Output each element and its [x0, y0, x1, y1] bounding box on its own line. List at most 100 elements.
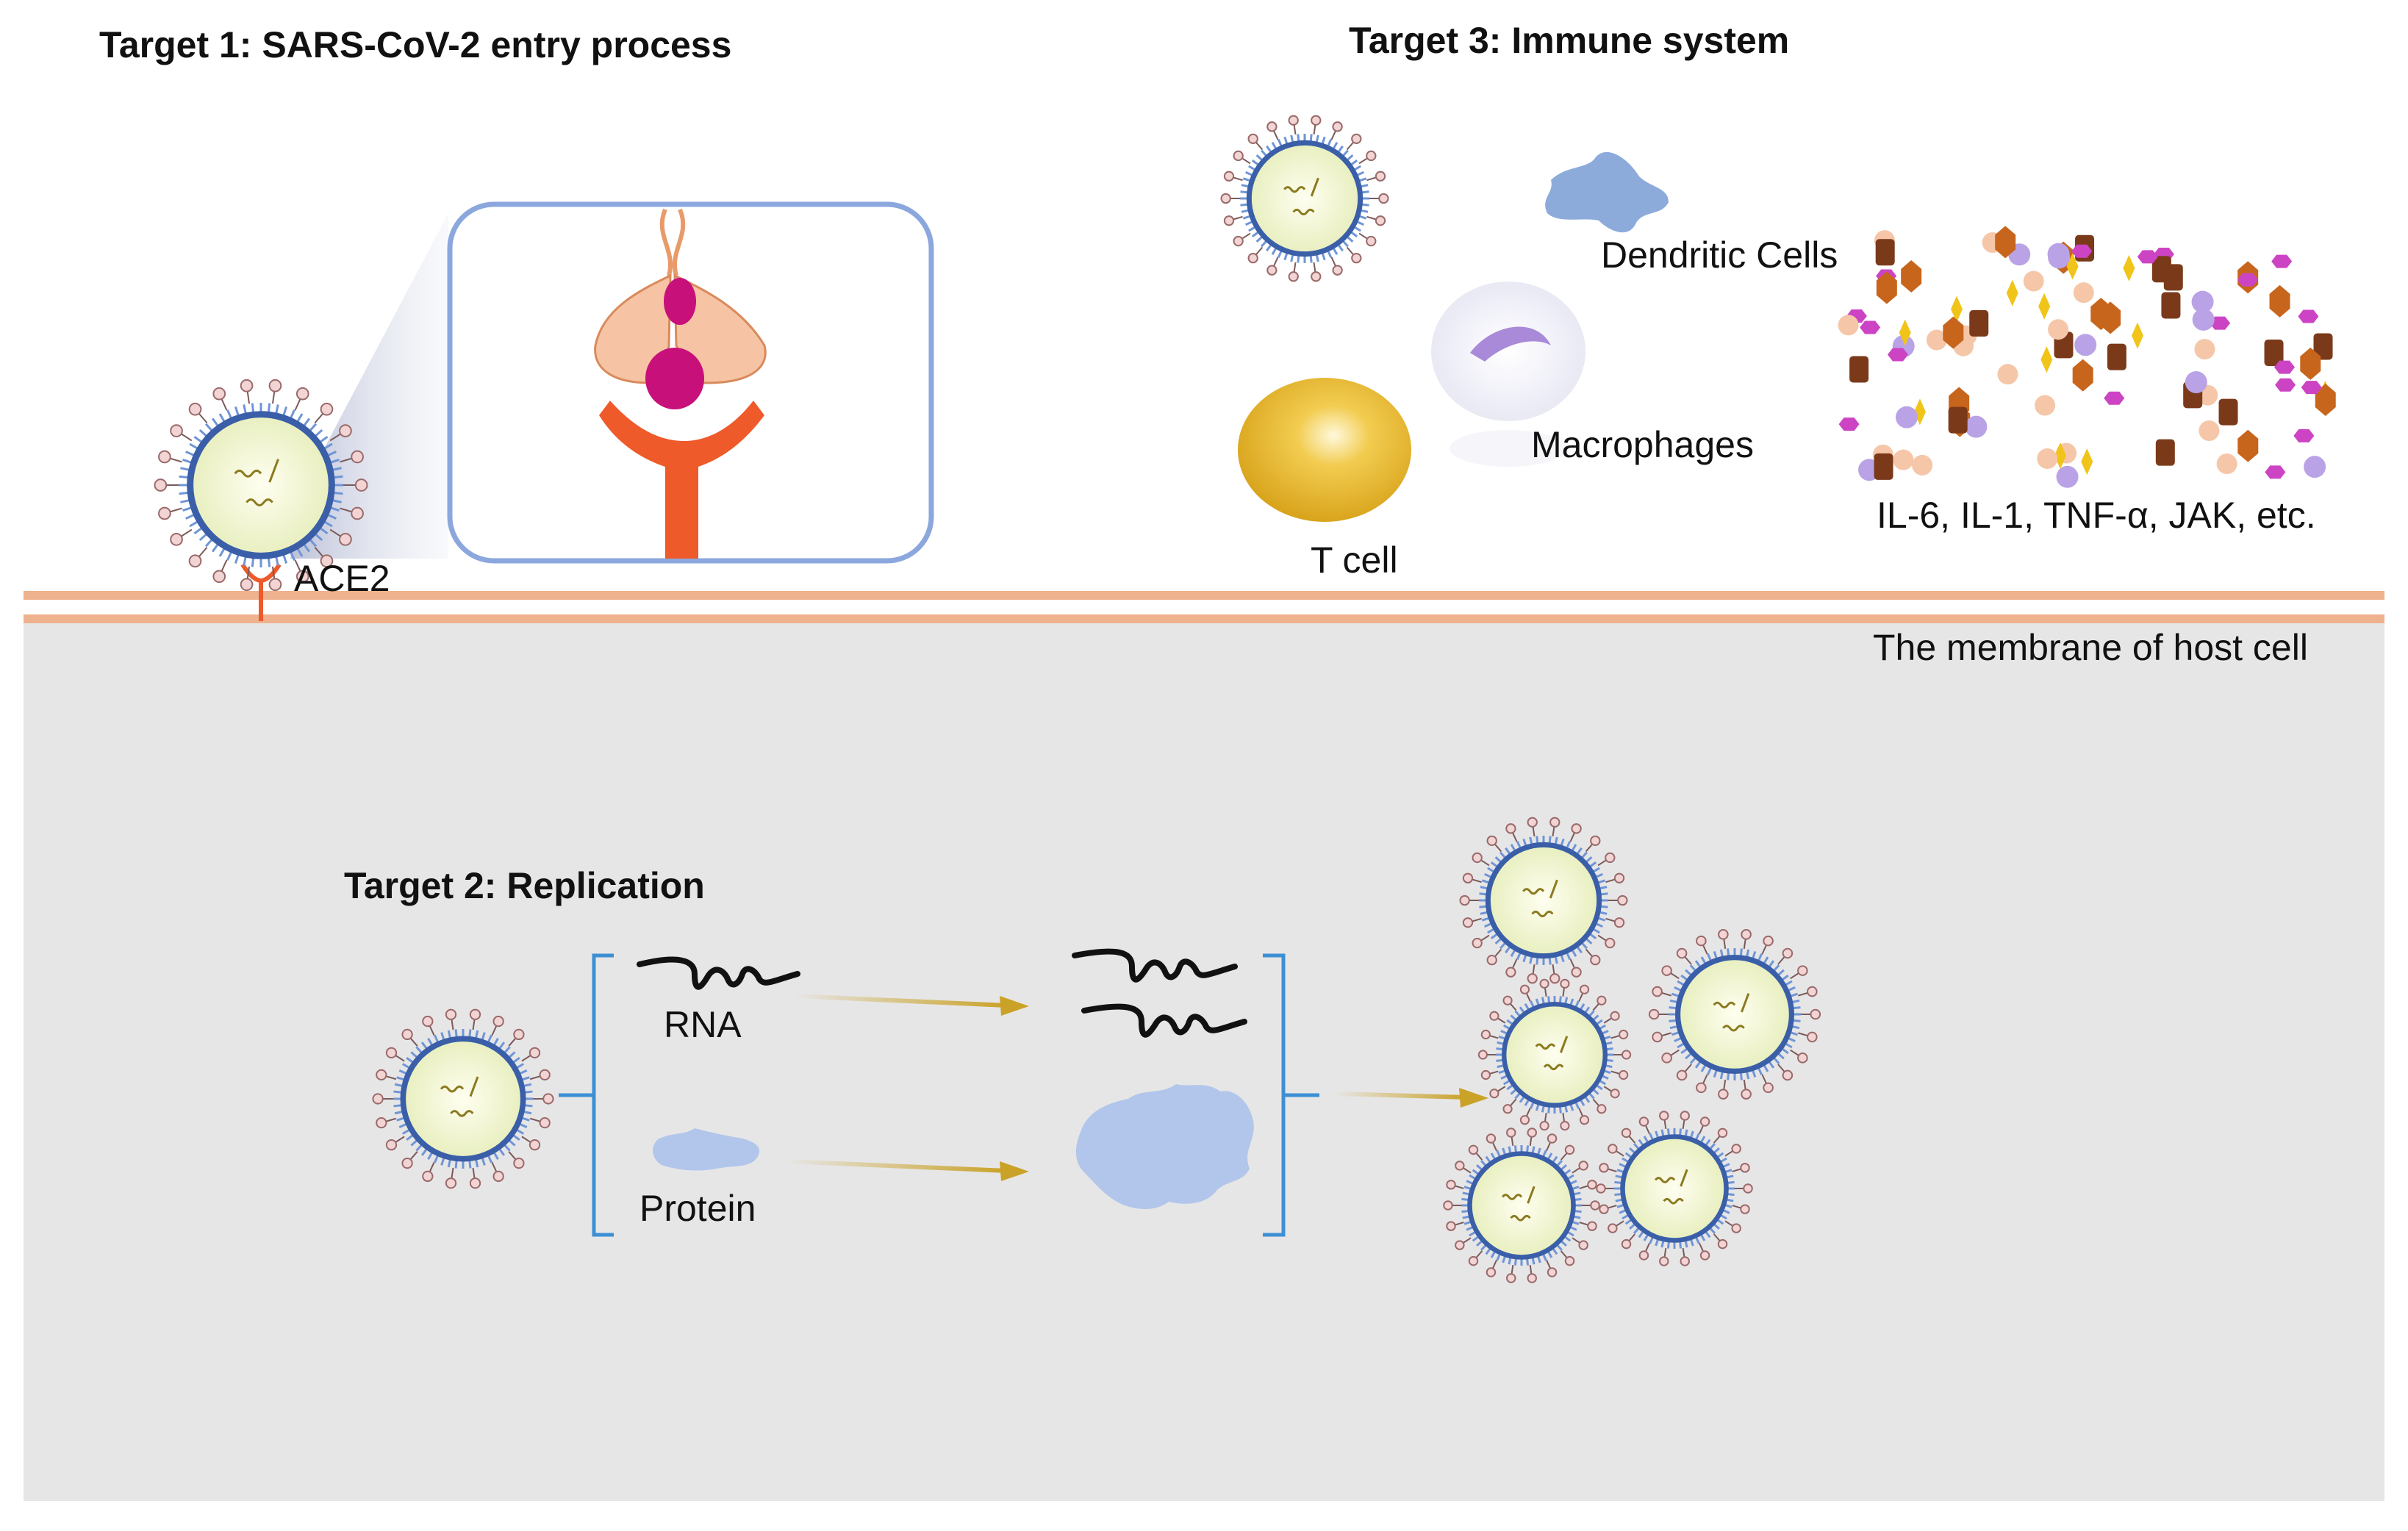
cytokine-particle-icon — [2131, 322, 2143, 349]
cytokine-particle-icon — [2123, 254, 2135, 282]
dendritic-cells-label: Dendritic Cells — [1601, 234, 1838, 276]
t-cell-label: T cell — [1311, 539, 1398, 581]
host-cell-cytoplasm — [24, 617, 2384, 1501]
cytokine-particle-icon — [2066, 253, 2079, 280]
cytokine-cluster — [1838, 226, 2336, 488]
sars-cov-2-virion-icon — [372, 1008, 554, 1189]
cytokine-particle-icon — [2161, 292, 2181, 319]
protein-label: Protein — [639, 1188, 756, 1229]
cytokine-particle-icon — [2037, 448, 2058, 470]
virion-group — [154, 115, 1821, 1283]
cytokine-particle-icon — [1875, 239, 1895, 266]
cytokine-particle-icon — [2054, 442, 2067, 470]
sars-cov-2-virion-icon — [1648, 929, 1821, 1100]
cytokine-particle-icon — [1926, 329, 1947, 351]
cytokine-particle-icon — [2163, 264, 2183, 291]
t-cell-icon — [1238, 378, 1411, 522]
cytokine-particle-icon — [1965, 415, 1988, 438]
cytokine-particle-icon — [2210, 316, 2231, 330]
rna-strand-icon — [637, 956, 800, 990]
protein-blob-icon — [1075, 1084, 1254, 1209]
arrow-icon — [793, 994, 1029, 1016]
cytokine-particle-icon — [1849, 356, 1869, 383]
cytokine-particle-icon — [2293, 429, 2315, 442]
rna-strand-icon — [1072, 948, 1238, 983]
cytokine-particle-icon — [2264, 340, 2284, 367]
cytokine-particle-icon — [2056, 465, 2079, 488]
cytokine-particle-icon — [2040, 346, 2053, 373]
cytokine-particle-icon — [1951, 295, 1963, 323]
rna-strand-icon — [1081, 1003, 1247, 1038]
cytokine-particle-icon — [1838, 315, 1859, 336]
cytokine-particle-icon — [2038, 293, 2051, 320]
cytokine-particle-icon — [2271, 254, 2293, 268]
cytokine-particle-icon — [2072, 359, 2093, 392]
dendritic-cell-icon — [1545, 151, 1669, 233]
cytokine-particle-icon — [2301, 381, 2322, 395]
target3-title: Target 3: Immune system — [1349, 20, 1790, 61]
cytokine-particle-icon — [2275, 378, 2296, 392]
sars-cov-2-virion-icon — [1443, 1127, 1600, 1283]
cytokine-particle-icon — [2071, 244, 2093, 258]
cytokine-particle-icon — [2048, 319, 2069, 340]
cytokine-particle-icon — [1943, 316, 1964, 349]
cytokine-particle-icon — [1893, 449, 1914, 470]
cytokine-particle-icon — [2107, 343, 2126, 370]
cytokine-particle-icon — [2274, 360, 2296, 374]
sars-cov-2-virion-icon — [1220, 115, 1389, 282]
cytokine-particle-icon — [1874, 453, 1893, 480]
left-bracket-icon — [559, 953, 614, 1237]
cytokine-particle-icon — [2191, 290, 2214, 313]
cytokine-particle-icon — [1997, 364, 2018, 385]
cytokine-particle-icon — [1887, 348, 1908, 362]
cytokine-particle-icon — [1899, 319, 1911, 346]
cytokine-particle-icon — [2185, 371, 2207, 394]
cytokines-label: IL-6, IL-1, TNF-α, JAK, etc. — [1877, 495, 2316, 536]
cytokine-particle-icon — [2216, 453, 2237, 475]
cytokine-particle-icon — [2218, 398, 2238, 426]
cytokine-particle-icon — [1995, 226, 2016, 259]
sars-cov-2-virion-icon — [154, 379, 368, 592]
cytokine-particle-icon — [1969, 309, 1989, 337]
spike-protein-icon — [594, 208, 767, 409]
macrophages-label: Macrophages — [1531, 424, 1754, 465]
ace2-label: ACE2 — [294, 558, 390, 599]
cytokine-particle-icon — [2304, 456, 2326, 478]
sars-cov-2-virion-icon — [1596, 1111, 1753, 1266]
target2-title: Target 2: Replication — [344, 865, 705, 906]
cytokine-particle-icon — [2006, 279, 2018, 306]
target1-title: Target 1: SARS-CoV-2 entry process — [99, 24, 732, 65]
cytokine-particle-icon — [2073, 282, 2094, 304]
cytokine-particle-icon — [2090, 298, 2112, 331]
sars-cov-2-virion-icon — [1459, 817, 1628, 984]
cytokine-particle-icon — [2137, 250, 2158, 264]
cytokine-particle-icon — [1876, 271, 1897, 304]
cytokine-particle-icon — [2269, 284, 2290, 318]
cytokine-particle-icon — [1901, 259, 1922, 293]
cytokine-particle-icon — [2298, 309, 2319, 323]
cytokine-particle-icon — [2035, 395, 2056, 416]
cytokine-particle-icon — [2081, 448, 2093, 476]
cytokine-particle-icon — [2192, 308, 2215, 331]
membrane-label: The membrane of host cell — [1873, 627, 2308, 668]
cytokine-particle-icon — [2194, 339, 2215, 360]
cytokine-particle-icon — [2104, 391, 2125, 405]
cytokine-particle-icon — [2300, 347, 2321, 380]
cytokine-particle-icon — [1860, 320, 1881, 334]
protein-blob-icon — [653, 1128, 760, 1171]
sars-cov-2-virion-icon — [1477, 978, 1632, 1131]
cytokine-particle-icon — [1948, 406, 1968, 434]
cytokine-particle-icon — [1895, 406, 1918, 429]
arrow-icon — [786, 1159, 1029, 1181]
cytokine-particle-icon — [2047, 243, 2070, 265]
cytokine-particle-icon — [1912, 454, 1933, 476]
cytokine-particle-icon — [2313, 333, 2333, 360]
cytokine-particle-icon — [1838, 417, 1860, 431]
macrophage-icon — [1431, 282, 1585, 467]
right-bracket-icon — [1263, 953, 1319, 1237]
arrow-icon — [1333, 1088, 1488, 1108]
cytokine-particle-icon — [2199, 420, 2220, 442]
cytokine-particle-icon — [2023, 270, 2044, 292]
